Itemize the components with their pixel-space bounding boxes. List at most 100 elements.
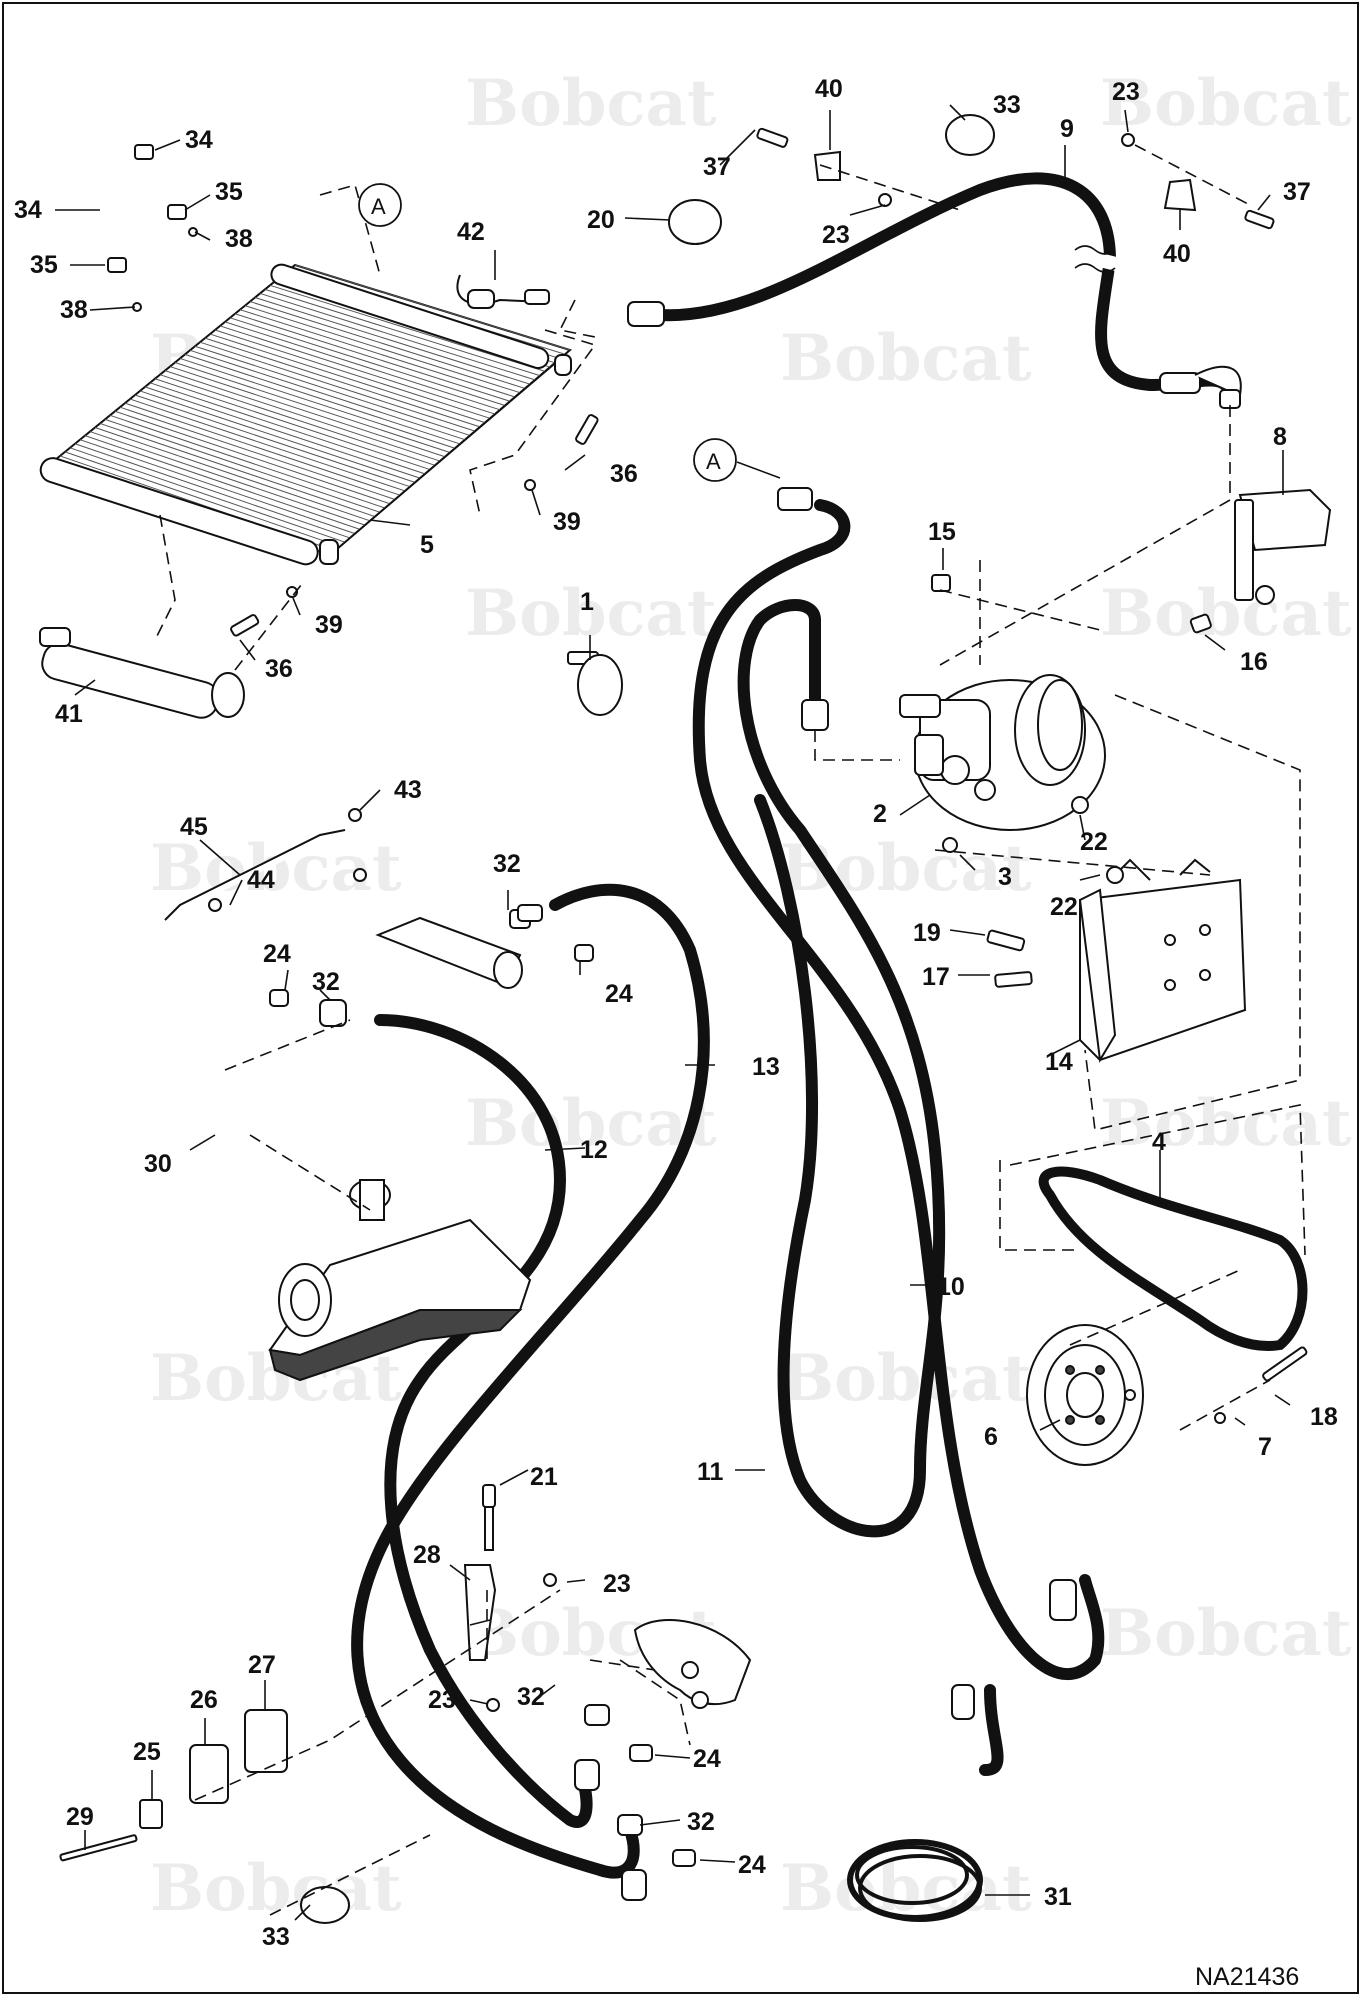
callout: 34 (14, 196, 42, 224)
callout: 32 (312, 968, 340, 996)
callout: 15 (928, 518, 956, 546)
belt (1038, 1166, 1308, 1351)
heater-valve (633, 1619, 752, 1709)
condenser-fin (104, 418, 381, 513)
callout: 27 (248, 1651, 276, 1679)
condenser-fin (109, 414, 386, 509)
callout: 35 (30, 251, 58, 279)
callout: 42 (457, 218, 485, 246)
callout: 20 (587, 206, 615, 234)
condenser-fin (254, 297, 531, 385)
callout: 1 (580, 588, 594, 616)
callout: 32 (517, 1683, 545, 1711)
hose-12 (374, 1014, 593, 1828)
callout: 6 (984, 1423, 998, 1451)
callout: 19 (913, 919, 941, 947)
callout: 34 (185, 126, 213, 154)
reference-A (358, 183, 781, 482)
watermark: Bobcat (150, 831, 402, 906)
condenser-fin (94, 427, 371, 522)
condenser-fin (244, 305, 521, 394)
condenser-fin (139, 390, 416, 483)
drawing-code: NA21436 (1195, 1963, 1299, 1991)
callout: 25 (133, 1738, 161, 1766)
compressor (899, 674, 1106, 831)
condenser-fin (239, 309, 516, 398)
callout: 24 (263, 940, 291, 968)
condenser-fin (224, 321, 501, 411)
watermark: Bobcat (465, 66, 717, 141)
callout: 14 (1045, 1048, 1073, 1076)
callout: 36 (265, 655, 293, 683)
callout: 17 (922, 963, 950, 991)
watermark: Bobcat (1100, 66, 1352, 141)
hose-10 (692, 499, 1105, 1680)
callout: 9 (1060, 115, 1074, 143)
receiver-drier (39, 627, 245, 719)
condenser-fin (174, 362, 451, 453)
condenser-fin (124, 402, 401, 496)
condenser-fin (129, 398, 406, 492)
condenser-fin (214, 329, 491, 419)
callout: 23 (603, 1570, 631, 1598)
condenser-fin (69, 447, 346, 543)
heater-tube (375, 916, 523, 989)
callout: A (706, 449, 721, 474)
callout: A (371, 194, 386, 219)
hose-11 (737, 599, 946, 1538)
callout: 24 (738, 1851, 766, 1879)
condenser-fin (199, 341, 476, 432)
callout: 31 (1044, 1883, 1072, 1911)
condenser-fins (54, 264, 571, 556)
compressor-bracket (1078, 858, 1247, 1063)
callout: 37 (703, 153, 731, 181)
callout: 39 (553, 508, 581, 536)
leader-lines (55, 104, 1291, 1921)
condenser-fin (89, 431, 366, 526)
callout-labels: 1 2 3 4 5 6 7 8 9 10 11 12 13 14 15 16 1… (14, 75, 1338, 1951)
watermark: Bobcat (780, 831, 1032, 906)
condenser-fin (294, 264, 571, 351)
pulley (1026, 1324, 1144, 1466)
watermark: Bobcat (780, 321, 1032, 396)
callout: 24 (693, 1745, 721, 1773)
callout: 29 (66, 1803, 94, 1831)
callout: 5 (420, 531, 434, 559)
callout: 22 (1050, 893, 1078, 921)
watermark: Bobcat (465, 576, 717, 651)
callout: 16 (1240, 648, 1268, 676)
callout: 7 (1258, 1433, 1272, 1461)
callout: 3 (998, 863, 1012, 891)
condenser-fin (249, 301, 526, 389)
callout: 10 (937, 1273, 965, 1301)
condenser-fin (84, 435, 361, 530)
callout: 12 (580, 1136, 608, 1164)
watermark: Bobcat (465, 1086, 717, 1161)
watermark: Bobcat (780, 1341, 1032, 1416)
callout: 23 (1112, 78, 1140, 106)
callout: 18 (1310, 1403, 1338, 1431)
callout: 41 (55, 700, 83, 728)
condenser-fin (204, 337, 481, 428)
condenser-fin (154, 378, 431, 471)
callout: 32 (493, 850, 521, 878)
drain-tube-coil (847, 1839, 983, 1922)
callout: 39 (315, 611, 343, 639)
condenser-fin (134, 394, 411, 488)
engine (268, 1179, 532, 1382)
watermark: Bobcat (1100, 1596, 1352, 1671)
condenser-fin (159, 374, 436, 466)
callout: 23 (428, 1686, 456, 1714)
condenser-fin (264, 288, 541, 377)
hose-42 (456, 274, 550, 309)
callout: 40 (815, 75, 843, 103)
callout: 21 (530, 1463, 558, 1491)
callout: 30 (144, 1150, 172, 1178)
condenser-fin (184, 353, 461, 445)
condenser-fin (189, 349, 466, 441)
callout: 38 (60, 296, 88, 324)
hoses (351, 172, 1242, 1901)
callout: 32 (687, 1808, 715, 1836)
watermark: Bobcat (1100, 576, 1352, 651)
